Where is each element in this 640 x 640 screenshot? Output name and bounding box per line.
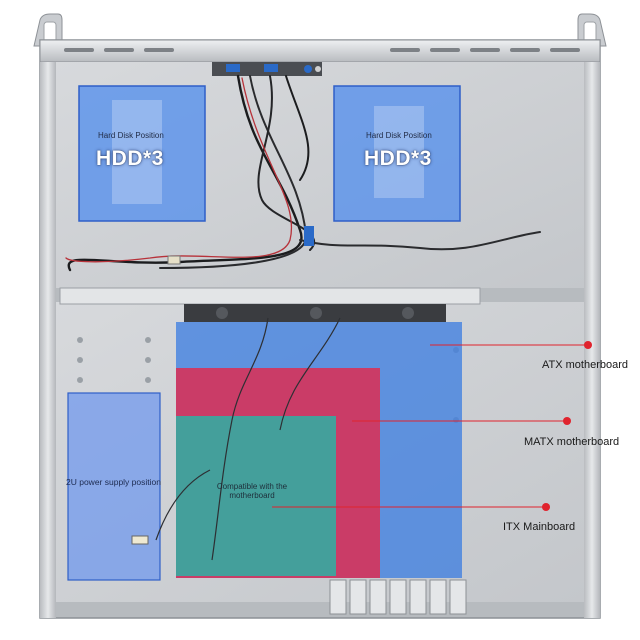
fan-row (184, 304, 446, 322)
itx-compatible-label: Compatible with the motherboard (216, 482, 288, 500)
hdd-cage-right-cutout (374, 106, 424, 198)
psu-label: 2U power supply position (66, 477, 161, 487)
left-side-wall (40, 62, 56, 618)
fan-bracket (59, 287, 481, 305)
psu-zone (67, 392, 161, 581)
itx-callout-label: ITX Mainboard (503, 521, 576, 533)
callout-dot-itx (542, 503, 550, 511)
usb-connector (304, 226, 314, 246)
hdd-zone-right (333, 85, 461, 222)
callout-dot-matx (563, 417, 571, 425)
callout-lines (272, 344, 587, 508)
psu-connector (131, 535, 149, 545)
matx-callout-label: MATX motherboard (524, 436, 620, 448)
right-side-wall (584, 62, 600, 618)
hdd-left-count: HDD*3 (96, 147, 164, 170)
itx-motherboard-zone (176, 416, 336, 576)
atx-callout-label: ATX motherboard (542, 359, 629, 371)
front-panel-vents (64, 48, 580, 52)
hdd-cage-left-cutout (112, 100, 162, 204)
hdd-right-caption: Hard Disk Position (366, 131, 432, 140)
rack-handle-left (33, 13, 63, 47)
callout-dot-atx (584, 341, 592, 349)
hdd-left-caption: Hard Disk Position (98, 131, 164, 140)
expansion-slots (329, 579, 467, 615)
hdd-right-count: HDD*3 (364, 147, 432, 170)
hdd-zone-left (78, 85, 206, 222)
internal-wires (155, 317, 341, 561)
fan-connector (167, 255, 181, 265)
front-io-panel (212, 62, 322, 76)
